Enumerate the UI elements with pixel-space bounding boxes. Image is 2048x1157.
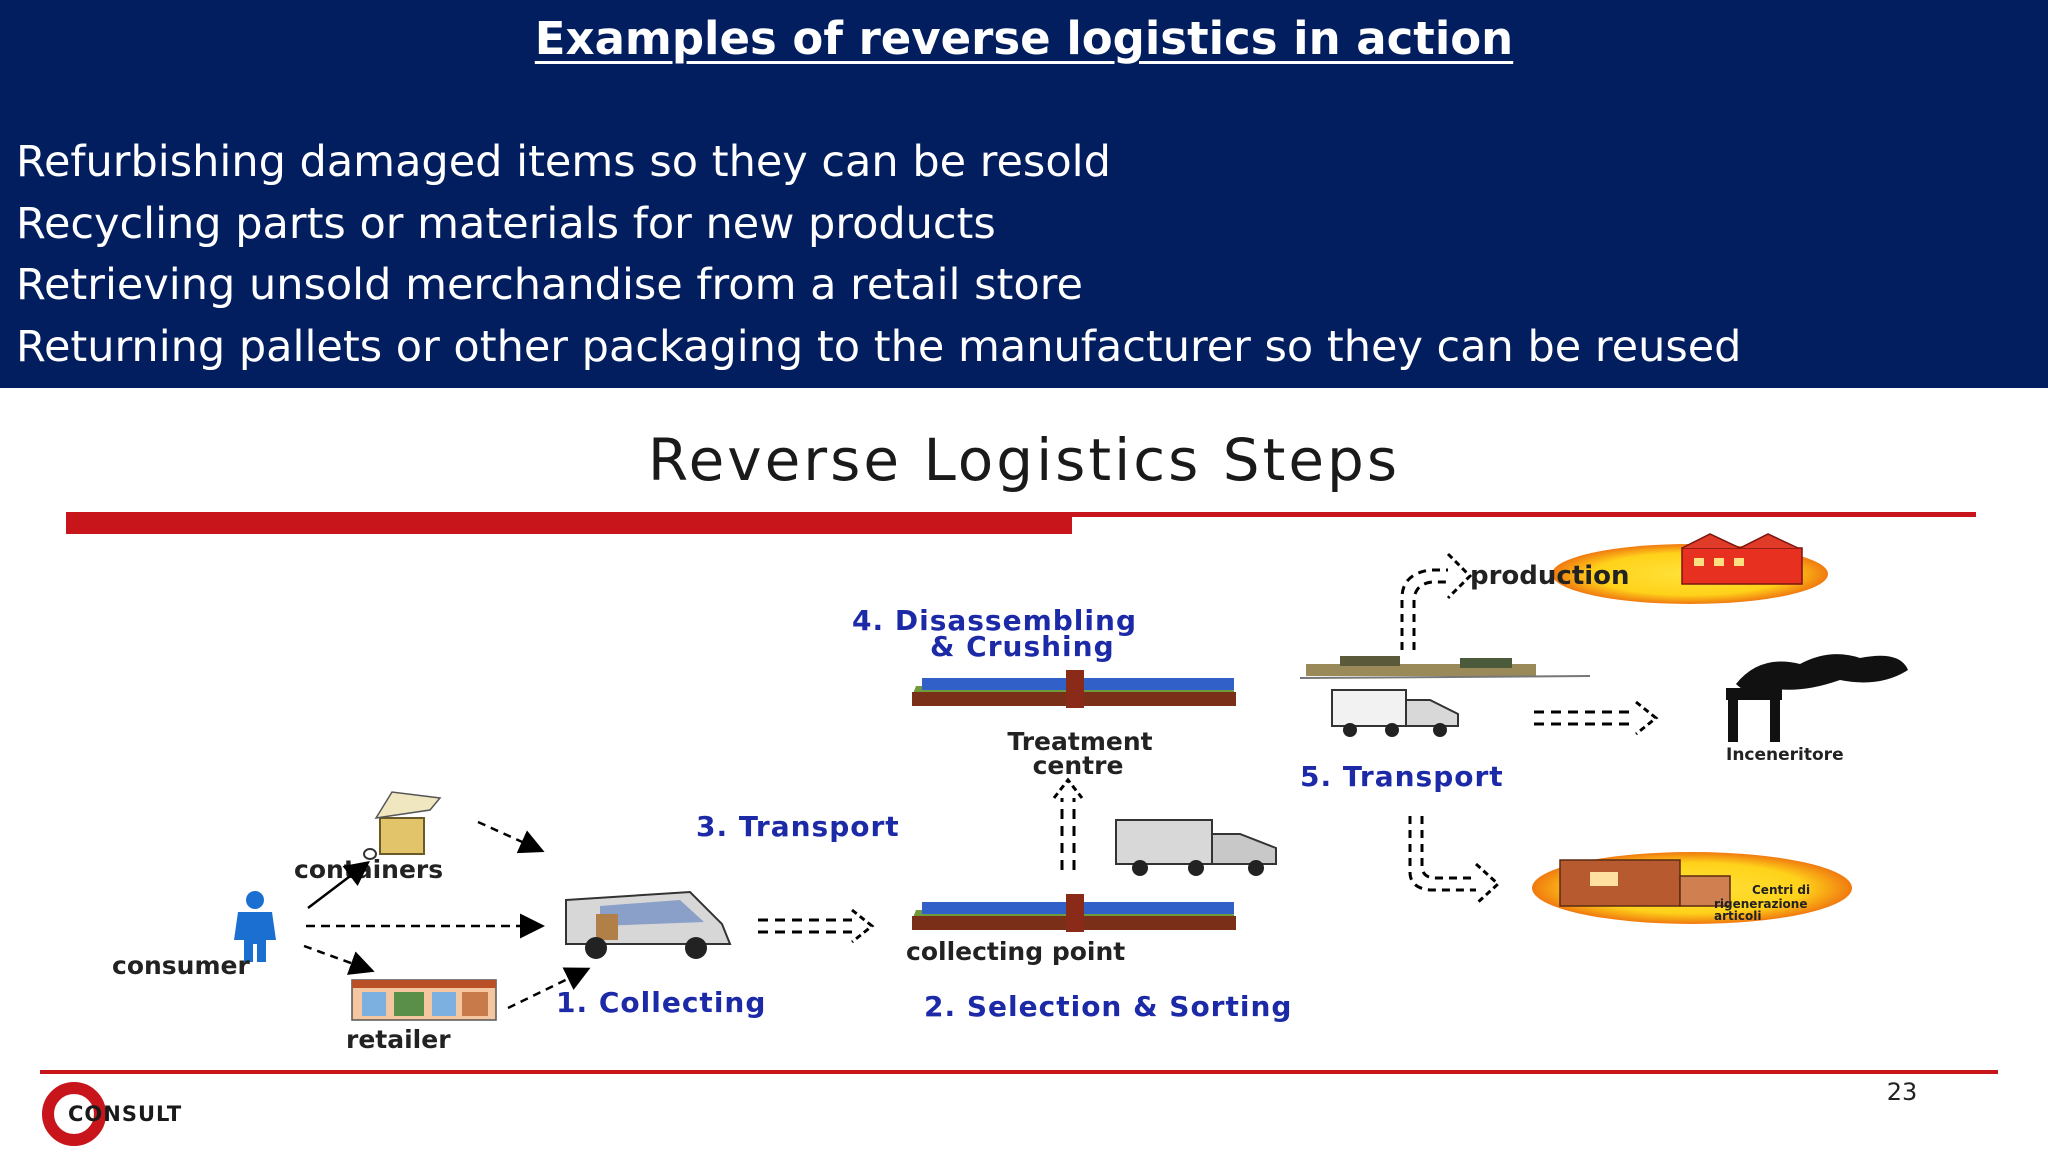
step-4-line1: 4. Disassembling [852,604,1137,637]
truck-icon-step-5 [1331,689,1459,737]
retailer-icon [351,979,497,1021]
treatment-label-line1: Treatment [1007,727,1152,756]
header-banner: Examples of reverse logistics in action … [0,0,2048,388]
arrow-containers-to-van [477,820,545,854]
step-3-transport: 3. Transport [696,810,900,843]
bullet-item: Refurbishing damaged items so they can b… [16,137,1111,187]
treatment-label-line2: centre [1033,751,1124,780]
van-icon [565,890,732,959]
step-4-line2: & Crushing [930,630,1115,663]
bullet-item: Recycling parts or materials for new pro… [16,198,996,249]
diagram-title: Reverse Logistics Steps [648,426,1400,494]
collecting-point-icon [912,894,1236,932]
consult-logo [42,1082,106,1146]
step-5-transport: 5. Transport [1300,760,1504,793]
footer-rule [40,1070,1998,1074]
step-1-collecting: 1. Collecting [556,986,766,1019]
slide-title: Examples of reverse logistics in action [534,12,1514,65]
regeneration-centre-icon [1532,852,1852,924]
treatment-centre-icon [912,670,1236,708]
arrow-consumer-to-retailer [303,944,375,975]
incinerator-label: Inceneritore [1726,745,1844,765]
production-factory-icon [1552,533,1828,604]
arrow-to-regeneration-centre [1408,816,1501,906]
truck-icon-step-3 [1115,819,1277,876]
train-icon [1299,656,1591,679]
regeneration-label-line3: articoli [1714,909,1761,923]
arrow-to-incinerator [1534,700,1659,736]
bullet-item: Returning pallets or other packaging to … [16,321,1742,372]
arrow-to-production [1400,552,1473,650]
step-2-selection-sorting: 2. Selection & Sorting [924,990,1292,1023]
arrow-collecting-to-treatment [1052,777,1084,870]
containers-label: containers [294,855,443,884]
reverse-logistics-diagram: Reverse Logistics Steps containers consu… [0,388,2048,1152]
bullet-item: Retrieving unsold merchandise from a ret… [16,260,1083,310]
page-number: 23 [1887,1078,1918,1106]
arrow-retailer-to-van [507,967,591,1010]
logo-text: CONSULT [68,1102,182,1126]
collecting-point-label: collecting point [906,937,1125,966]
consumer-label: consumer [112,951,250,980]
title-underline-thick [66,512,1072,534]
retailer-label: retailer [346,1025,451,1054]
regeneration-label-line1: Centri di [1752,883,1810,897]
arrow-van-to-collecting-point [758,908,875,944]
incinerator-icon [1726,654,1908,742]
production-label: production [1470,561,1630,591]
arrow-consumer-to-containers [307,860,370,909]
consumer-icon [234,891,276,962]
containers-icon [363,791,442,860]
bullet-list: Refurbishing damaged items so they can b… [16,132,1741,378]
regeneration-label-line2: rigenerazione [1714,897,1807,911]
